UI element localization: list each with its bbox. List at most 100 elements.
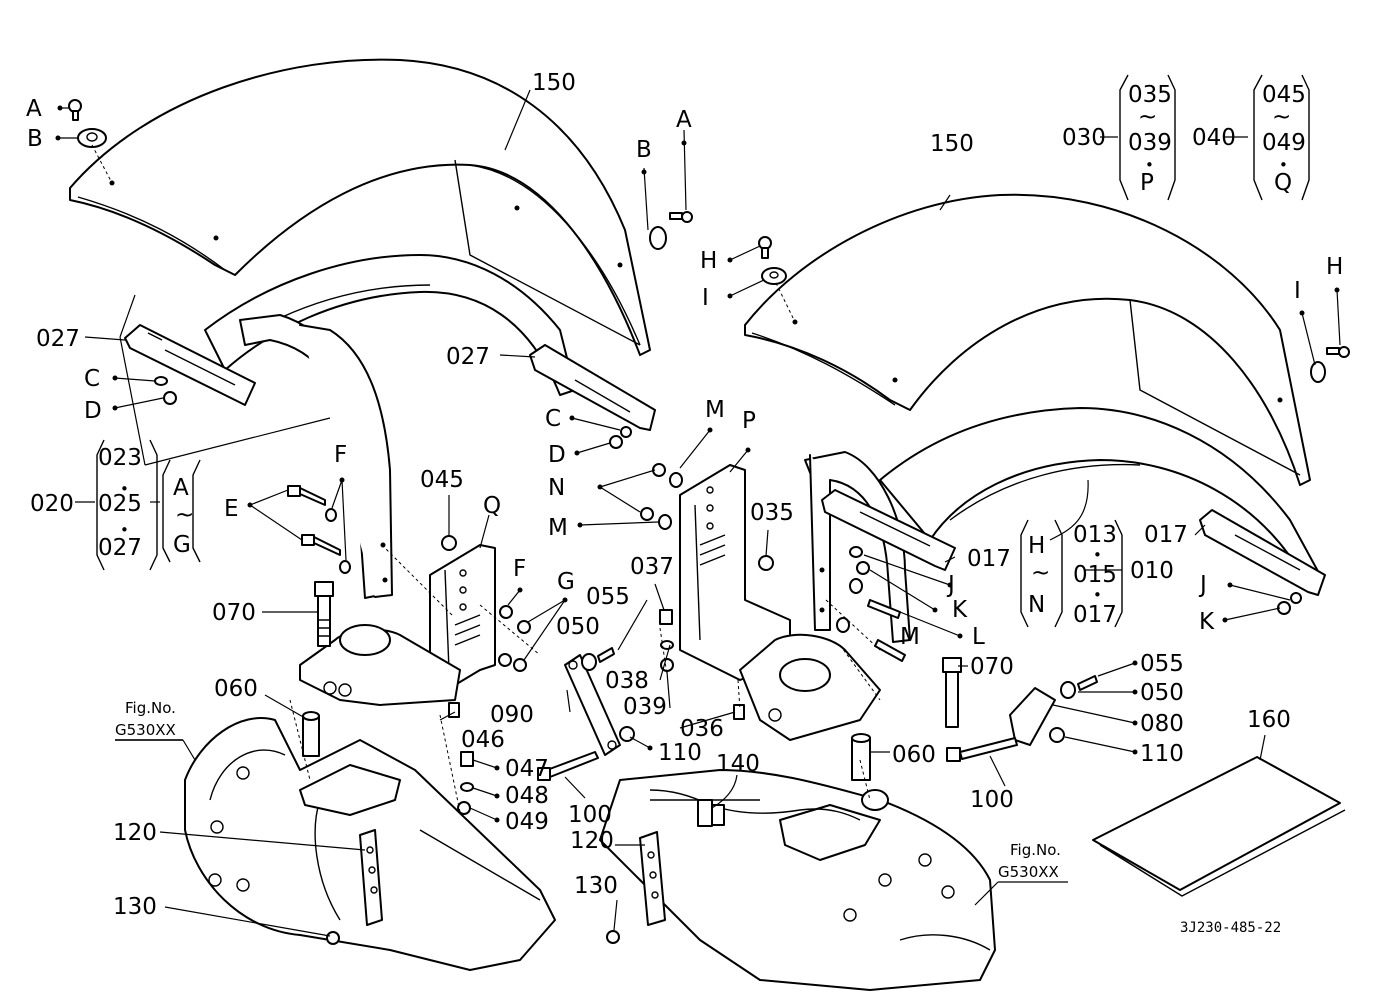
nut-035 xyxy=(758,555,774,571)
washer-i-left xyxy=(761,267,787,285)
label-group-n: N xyxy=(1028,592,1045,618)
washer-j-right xyxy=(1290,592,1302,604)
bolt-046 xyxy=(448,702,460,718)
label-130-left: 130 xyxy=(113,894,157,920)
label-048: 048 xyxy=(505,783,549,809)
label-a-right: A xyxy=(676,107,692,133)
label-c-left: C xyxy=(84,366,100,392)
nut-k xyxy=(856,561,870,575)
washer-f-4 xyxy=(498,653,512,667)
label-017-group: 017 xyxy=(1073,602,1117,628)
label-bullet-040: • xyxy=(1279,156,1288,174)
label-055-right: 055 xyxy=(1140,651,1184,677)
label-group-a: A xyxy=(173,475,189,501)
washer-f-2 xyxy=(339,560,351,574)
bolt-a-right xyxy=(669,211,693,223)
label-q: Q xyxy=(483,493,501,519)
nut-110-right xyxy=(1049,727,1065,743)
label-038: 038 xyxy=(605,668,649,694)
label-070-right: 070 xyxy=(970,654,1014,680)
label-120-right: 120 xyxy=(570,828,614,854)
right-bracket-027 xyxy=(529,344,656,431)
washer-048 xyxy=(460,782,474,792)
label-045-group: 045 xyxy=(1262,82,1306,108)
label-150-right: 150 xyxy=(930,131,974,157)
nut-g xyxy=(517,620,531,634)
bolt-070-left xyxy=(314,581,334,647)
label-p-group: P xyxy=(1140,170,1154,196)
label-035: 035 xyxy=(750,500,794,526)
nut-d-right xyxy=(609,435,623,449)
bolt-100-right xyxy=(946,737,1018,762)
washer-f xyxy=(325,508,337,522)
label-g: G xyxy=(557,569,575,595)
label-d-left: D xyxy=(84,398,102,424)
label-j-right: J xyxy=(1198,572,1207,598)
washer-050 xyxy=(581,653,597,671)
left-axle-hitch xyxy=(299,624,461,706)
bolt-055-right xyxy=(1077,675,1098,691)
label-047: 047 xyxy=(505,756,549,782)
label-m-right: M xyxy=(900,624,920,650)
left-fender xyxy=(69,58,651,396)
bolt-036 xyxy=(733,704,745,720)
label-130-right: 130 xyxy=(574,873,618,899)
label-027-group: 027 xyxy=(98,535,142,561)
label-q-group: Q xyxy=(1274,170,1292,196)
left-fender-support-arm xyxy=(239,314,393,599)
fig-label-left: Fig.No. xyxy=(125,699,176,717)
label-110-left: 110 xyxy=(658,740,702,766)
label-l: L xyxy=(972,624,985,650)
label-e: E xyxy=(224,496,239,522)
bracket-017-left xyxy=(821,489,956,571)
leader-lines xyxy=(55,89,1341,937)
label-k-right: K xyxy=(1199,609,1215,635)
label-group-g: G xyxy=(173,532,191,558)
washer-c-right xyxy=(620,426,632,438)
nut-045 xyxy=(441,535,457,551)
label-h-right: H xyxy=(1326,254,1343,280)
left-axle-plate-120 xyxy=(359,829,383,926)
label-017-right: 017 xyxy=(1144,522,1188,548)
label-015: 015 xyxy=(1073,562,1117,588)
label-b-right: B xyxy=(636,137,652,163)
bolt-l xyxy=(867,599,901,619)
label-120-left: 120 xyxy=(113,820,157,846)
bolt-h-right xyxy=(1326,346,1350,358)
label-080: 080 xyxy=(1140,711,1184,737)
label-bullet-1: • xyxy=(120,480,129,498)
label-c-right: C xyxy=(545,406,561,432)
label-bullet-010b: • xyxy=(1093,586,1102,604)
label-046: 046 xyxy=(461,727,505,753)
bolt-a-left xyxy=(68,99,82,121)
label-n: N xyxy=(548,475,565,501)
bracket-010-group xyxy=(1020,519,1123,628)
bolt-l-2 xyxy=(874,639,906,662)
label-049: 049 xyxy=(505,809,549,835)
bracket-040-group xyxy=(1253,74,1310,201)
label-p: P xyxy=(742,408,756,434)
label-013: 013 xyxy=(1073,522,1117,548)
label-060-left: 060 xyxy=(214,676,258,702)
label-027-left: 027 xyxy=(36,326,80,352)
label-025: 025 xyxy=(98,491,142,517)
label-group-h: H xyxy=(1028,533,1045,559)
label-140: 140 xyxy=(716,751,760,777)
label-020: 020 xyxy=(30,491,74,517)
operator-manual-160 xyxy=(1092,756,1346,897)
bracket-020-group xyxy=(96,439,201,571)
label-010: 010 xyxy=(1130,558,1174,584)
washer-m-4 xyxy=(836,617,850,633)
label-060-right: 060 xyxy=(892,742,936,768)
label-023: 023 xyxy=(98,445,142,471)
washer-b-right xyxy=(649,226,667,250)
nut-d-left xyxy=(163,391,177,405)
label-150-left: 150 xyxy=(532,70,576,96)
nut-110 xyxy=(619,726,635,742)
fig-label-right: Fig.No. xyxy=(1010,841,1061,859)
wiring-harness-140 xyxy=(649,789,861,827)
label-i-left: I xyxy=(702,285,709,311)
label-039-group: 039 xyxy=(1128,130,1172,156)
label-030: 030 xyxy=(1062,125,1106,151)
label-037: 037 xyxy=(630,554,674,580)
